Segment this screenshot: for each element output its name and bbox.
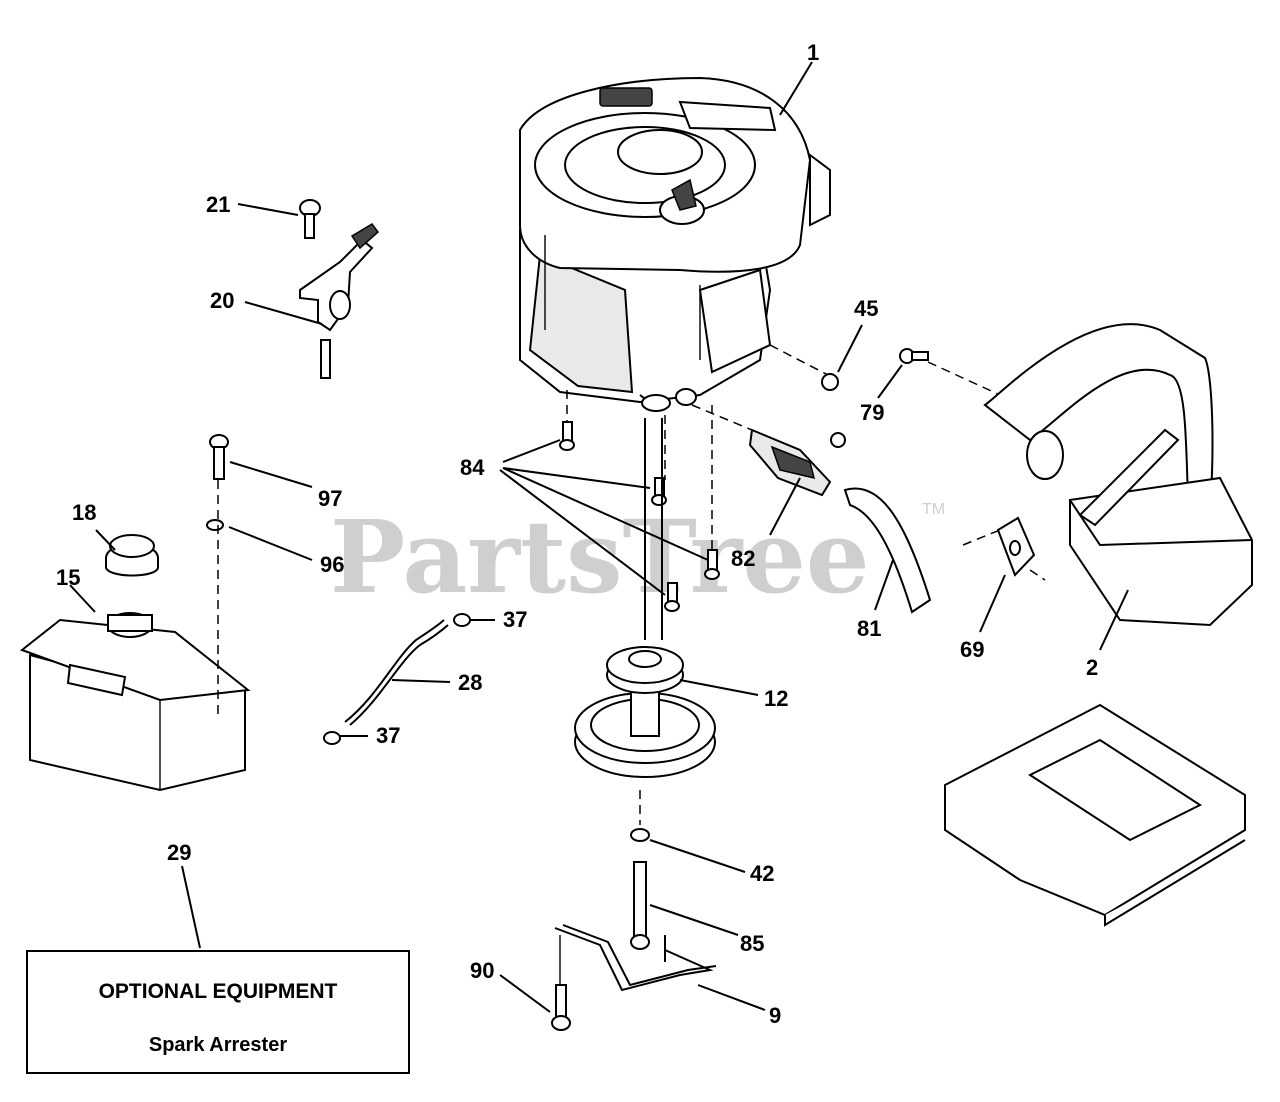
leader-lines bbox=[69, 61, 1129, 1013]
callout-96: 96 bbox=[320, 552, 344, 577]
throttle-control-part[interactable] bbox=[299, 223, 380, 379]
callout-84: 84 bbox=[460, 455, 485, 480]
gasket-69-part[interactable] bbox=[996, 516, 1036, 577]
callout-90: 90 bbox=[470, 958, 494, 983]
callout-12: 12 bbox=[764, 686, 788, 711]
bolt-90-part[interactable] bbox=[551, 984, 571, 1031]
callout-85: 85 bbox=[740, 931, 764, 956]
callout-20: 20 bbox=[210, 288, 234, 313]
callout-29: 29 bbox=[167, 840, 191, 865]
callout-42: 42 bbox=[750, 861, 774, 886]
callout-1: 1 bbox=[807, 40, 819, 65]
callout-9: 9 bbox=[769, 1003, 781, 1028]
screw-21-part[interactable] bbox=[299, 199, 321, 239]
watermark-text: PartsTree bbox=[330, 498, 870, 616]
fuel-pump-82-part[interactable] bbox=[748, 428, 846, 497]
optional-equipment-title: OPTIONAL EQUIPMENT bbox=[98, 980, 338, 1003]
fuel-line-part[interactable] bbox=[349, 624, 449, 726]
mounting-plate-part[interactable] bbox=[944, 703, 1246, 927]
callout-97: 97 bbox=[318, 486, 342, 511]
optional-equipment-box: OPTIONAL EQUIPMENT Spark Arrester bbox=[26, 950, 410, 1074]
muffler-2-part[interactable] bbox=[983, 323, 1253, 627]
callout-15: 15 bbox=[56, 565, 80, 590]
callout-37-upper: 37 bbox=[503, 607, 527, 632]
callout-21: 21 bbox=[206, 192, 230, 217]
pulley-12-part[interactable] bbox=[574, 646, 716, 778]
callout-82: 82 bbox=[731, 546, 755, 571]
callout-81: 81 bbox=[857, 616, 881, 641]
washer-96-part[interactable] bbox=[206, 519, 224, 531]
callout-79: 79 bbox=[860, 400, 884, 425]
optional-equipment-item[interactable]: Spark Arrester bbox=[148, 1034, 288, 1056]
callout-18: 18 bbox=[72, 500, 96, 525]
engine-part[interactable] bbox=[519, 76, 831, 412]
clamp-37-upper-part[interactable] bbox=[453, 613, 471, 627]
fuel-tank-part[interactable] bbox=[19, 612, 251, 792]
fuel-cap-part[interactable] bbox=[105, 534, 159, 577]
callout-45: 45 bbox=[854, 296, 878, 321]
washer-42-part[interactable] bbox=[630, 828, 650, 842]
callout-37-lower: 37 bbox=[376, 723, 400, 748]
callout-69: 69 bbox=[960, 637, 984, 662]
bolt-85-part[interactable] bbox=[630, 861, 650, 950]
nut-45-part[interactable] bbox=[821, 373, 839, 391]
callout-2: 2 bbox=[1086, 655, 1098, 680]
watermark-trademark: TM bbox=[922, 501, 945, 518]
bracket-9-part[interactable] bbox=[554, 927, 714, 992]
hose-81-part[interactable] bbox=[843, 487, 932, 614]
clamp-37-lower-part[interactable] bbox=[323, 731, 341, 745]
callout-labels: 1 2 9 12 15 18 20 21 28 29 37 37 42 45 6… bbox=[56, 40, 1098, 1028]
bolt-79-part[interactable] bbox=[899, 348, 929, 364]
callout-28: 28 bbox=[458, 670, 482, 695]
bolt-97-part[interactable] bbox=[209, 434, 229, 480]
